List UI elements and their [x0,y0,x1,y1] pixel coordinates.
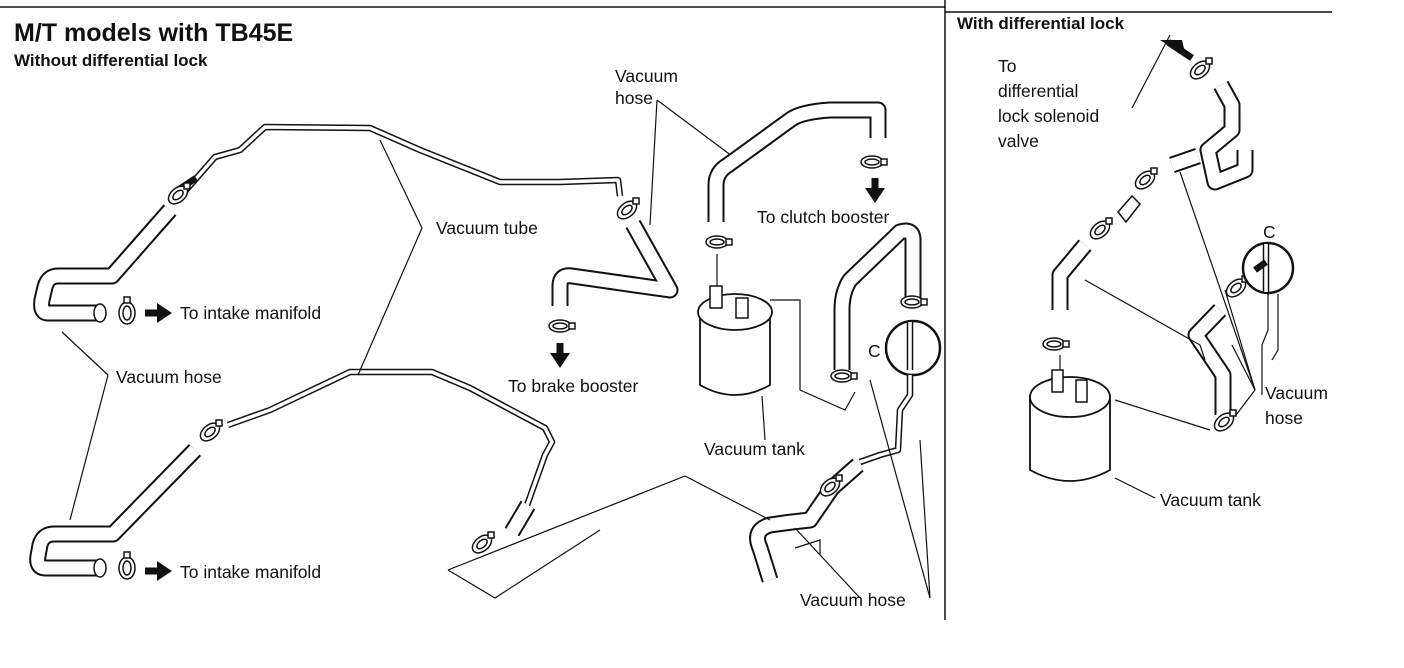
right-side-hose [1187,304,1232,415]
label-vacuum-hose-top-2: hose [615,88,653,108]
arrow-down-icon [865,178,885,203]
tank-side-hose [833,222,922,370]
label-to-intake-manifold-upper: To intake manifold [180,303,321,323]
tube-clamp-lower-a [196,418,224,446]
label-vacuum-tank-left: Vacuum tank [704,439,805,459]
leader-lines-bottom [447,379,931,599]
lower-tank-tube [858,375,914,466]
right-mid-clamp [1131,166,1159,194]
vacuum-tank-right [1029,369,1111,482]
label-vacuum-tank-right: Vacuum tank [1160,490,1261,510]
lower-vacuum-tube [226,368,556,527]
tube-clamp-upper-a [164,181,192,209]
right-panel-subtitle: With differential lock [957,14,1125,33]
arrow-down-icon [550,343,570,368]
label-to-diff-2: differential [998,81,1078,101]
label-detail-c-left: C [868,341,881,361]
right-nozzle-clamp [1086,216,1114,244]
detail-circle-icon [1241,241,1295,295]
right-upper-hose [1169,80,1254,191]
right-tank-clamp [1042,337,1070,351]
label-to-clutch-booster: To clutch booster [757,207,889,227]
lower-intake-clamp [118,551,136,580]
figure-title: M/T models with TB45E [14,19,293,47]
label-detail-c-right: C [1263,222,1276,242]
right-nozzle [1117,194,1141,224]
arrow-right-icon [145,561,172,581]
upper-vacuum-tube [176,123,624,200]
label-to-diff-1: To [998,56,1016,76]
tank-side-clamp-a [900,295,928,309]
arrow-right-icon [145,303,172,323]
leader-lines-right [1084,171,1256,499]
tank-top-clamp [705,235,733,249]
label-vacuum-tube: Vacuum tube [436,218,538,238]
tube-clamp-upper-b [613,196,641,224]
label-to-diff-3: lock solenoid [998,106,1099,126]
lower-tank-hose [749,458,864,583]
label-vacuum-hose-top-1: Vacuum [615,66,678,86]
lower-vacuum-hose [29,444,202,578]
label-vacuum-hose-right-2: hose [1265,408,1303,428]
label-to-brake-booster: To brake booster [508,376,639,396]
clutch-booster-hose [707,101,887,222]
label-vacuum-hose-right-1: Vacuum [1265,383,1328,403]
upper-vacuum-hose [33,204,177,323]
arrow-up-left-icon [1160,39,1194,61]
left-panel-subtitle: Without differential lock [14,51,208,70]
label-vacuum-hose-bottom: Vacuum hose [800,590,906,610]
right-lower-hose [1051,239,1092,310]
detail-circle-icon [884,319,942,377]
vacuum-tank-left [697,285,773,396]
tank-side-clamp-b [830,369,858,383]
label-to-intake-manifold-lower: To intake manifold [180,562,321,582]
lower-hose-stub [504,500,536,537]
upper-intake-clamp [118,296,136,325]
leader-lines-left [61,99,741,521]
label-to-diff-4: valve [998,131,1039,151]
panel-rules [0,0,1332,620]
label-vacuum-hose-left: Vacuum hose [116,367,222,387]
brake-booster-hose [551,219,679,306]
brake-booster-clamp [548,319,576,333]
right-top-clamp [1186,56,1214,84]
clutch-booster-clamp [860,155,888,169]
